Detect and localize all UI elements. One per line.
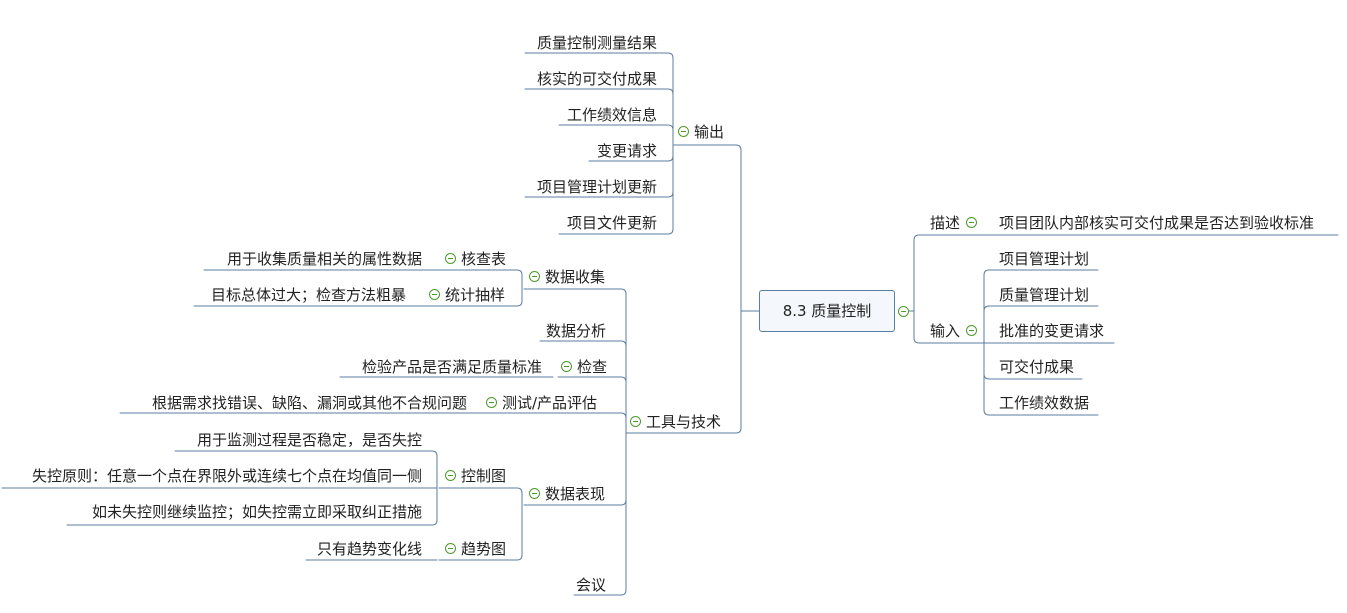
control-chart-note-1[interactable]: 用于监测过程是否稳定，是否失控 xyxy=(196,431,422,449)
topic-input[interactable]: 输入 xyxy=(930,322,961,340)
input-item-1[interactable]: 项目管理计划 xyxy=(999,250,1090,268)
collapse-toggle-control-chart-icon[interactable] xyxy=(445,470,456,481)
input-item-2[interactable]: 质量管理计划 xyxy=(999,286,1090,304)
inspection-note[interactable]: 检验产品是否满足质量标准 xyxy=(361,358,542,376)
output-item-5[interactable]: 项目管理计划更新 xyxy=(536,178,657,196)
trend-chart-note[interactable]: 只有趋势变化线 xyxy=(316,540,422,558)
root-topic[interactable]: 8.3 质量控制 xyxy=(759,290,895,332)
collapse-toggle-data-collection-icon[interactable] xyxy=(529,271,540,282)
collapse-toggle-inspection-icon[interactable] xyxy=(561,361,572,372)
topic-meetings[interactable]: 会议 xyxy=(575,576,606,594)
control-chart-note-2[interactable]: 失控原则：任意一个点在界限外或连续七个点在均值同一侧 xyxy=(31,467,422,485)
topic-checklist[interactable]: 核查表 xyxy=(461,250,507,268)
collapse-toggle-input-icon[interactable] xyxy=(966,325,977,336)
topic-statistical-sampling[interactable]: 统计抽样 xyxy=(445,286,506,304)
topic-tools-techniques[interactable]: 工具与技术 xyxy=(646,413,722,431)
collapse-toggle-trend-chart-icon[interactable] xyxy=(445,543,456,554)
collapse-toggle-output-icon[interactable] xyxy=(678,126,689,137)
output-item-4[interactable]: 变更请求 xyxy=(596,142,657,160)
checklist-note[interactable]: 用于收集质量相关的属性数据 xyxy=(226,250,422,268)
collapse-toggle-tools-icon[interactable] xyxy=(630,416,641,427)
topic-data-collection[interactable]: 数据收集 xyxy=(545,268,606,286)
output-item-1[interactable]: 质量控制测量结果 xyxy=(536,34,657,52)
topic-data-analysis[interactable]: 数据分析 xyxy=(545,322,606,340)
testing-note[interactable]: 根据需求找错误、缺陷、漏洞或其他不合规问题 xyxy=(151,394,467,412)
topic-data-representation[interactable]: 数据表现 xyxy=(545,485,606,503)
input-item-3[interactable]: 批准的变更请求 xyxy=(999,322,1105,340)
output-item-6[interactable]: 项目文件更新 xyxy=(566,214,657,232)
topic-inspection[interactable]: 检查 xyxy=(577,358,608,376)
sampling-note[interactable]: 目标总体过大；检查方法粗暴 xyxy=(210,286,406,304)
collapse-toggle-checklist-icon[interactable] xyxy=(445,253,456,264)
collapse-toggle-testing-icon[interactable] xyxy=(486,397,497,408)
topic-trend-chart[interactable]: 趋势图 xyxy=(461,540,507,558)
collapse-toggle-data-representation-icon[interactable] xyxy=(529,488,540,499)
input-item-4[interactable]: 可交付成果 xyxy=(999,358,1075,376)
description-text[interactable]: 项目团队内部核实可交付成果是否达到验收标准 xyxy=(999,214,1315,232)
output-item-3[interactable]: 工作绩效信息 xyxy=(566,106,657,124)
collapse-toggle-sampling-icon[interactable] xyxy=(429,289,440,300)
topic-output[interactable]: 输出 xyxy=(694,123,725,141)
output-item-2[interactable]: 核实的可交付成果 xyxy=(536,70,657,88)
collapse-toggle-description-icon[interactable] xyxy=(966,217,977,228)
control-chart-note-3[interactable]: 如未失控则继续监控；如失控需立即采取纠正措施 xyxy=(91,503,422,521)
topic-testing-evaluation[interactable]: 测试/产品评估 xyxy=(502,394,598,412)
input-item-5[interactable]: 工作绩效数据 xyxy=(999,394,1090,412)
collapse-toggle-root-icon[interactable] xyxy=(898,306,909,317)
topic-description[interactable]: 描述 xyxy=(930,214,961,232)
topic-control-chart[interactable]: 控制图 xyxy=(461,467,507,485)
